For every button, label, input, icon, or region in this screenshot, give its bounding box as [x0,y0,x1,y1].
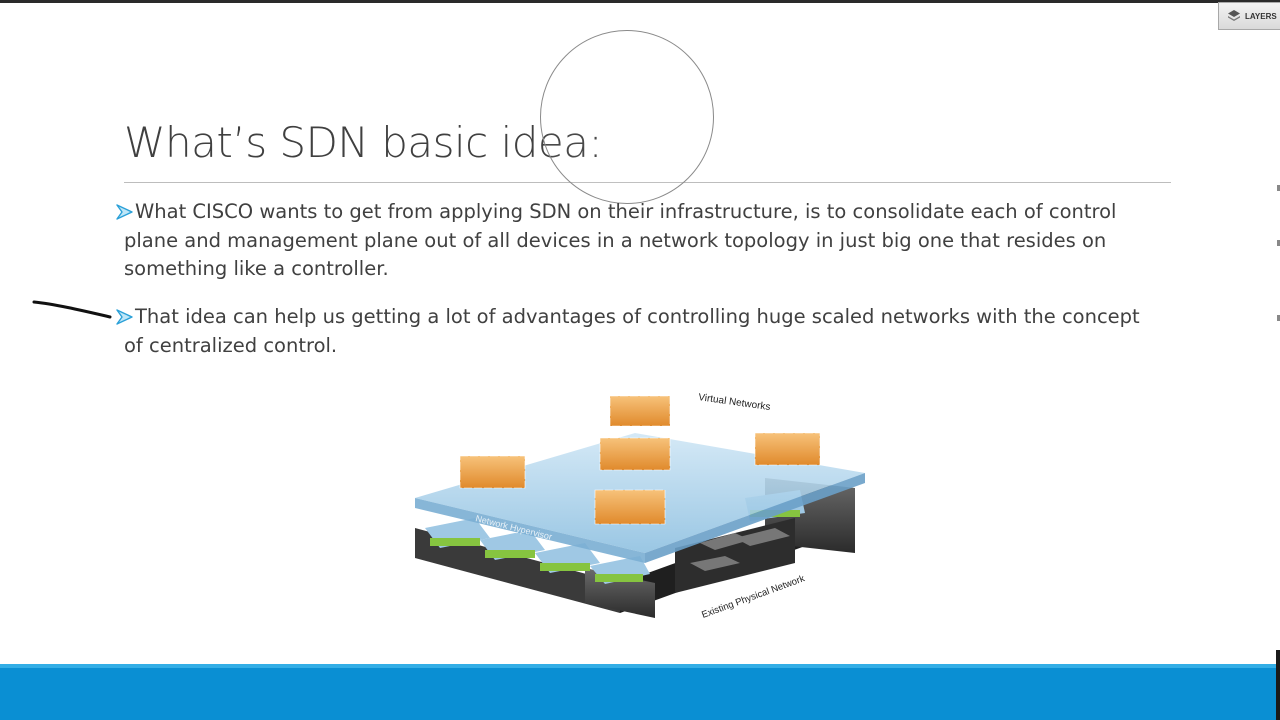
pen-annotation-stroke [32,300,112,319]
window-top-border [0,0,1280,3]
edge-mark [1277,240,1280,246]
cursor-highlight-circle [540,30,714,204]
window-right-edge [1276,650,1280,720]
bullet-text-2: That idea can help us getting a lot of a… [124,305,1140,357]
edge-mark [1277,315,1280,321]
virtual-network-clusters [459,395,821,525]
bullet-text-1: What CISCO wants to get from applying SD… [124,200,1117,280]
bullet-item-2: That idea can help us getting a lot of a… [116,303,1156,360]
edge-mark [1277,185,1280,191]
bullet-arrow-icon [116,204,133,220]
layers-icon [1228,10,1240,21]
slide-title: What’s SDN basic idea: [124,118,603,167]
virtual-networks-label: Virtual Networks [698,392,771,413]
server-units [425,490,805,584]
bullet-arrow-icon [116,309,133,325]
sdn-diagram-image: Virtual Networks Network Hypervisor Exis… [415,392,865,621]
footer-bar-highlight [0,664,1280,668]
bullet-item-1: What CISCO wants to get from applying SD… [116,198,1156,284]
layers-button[interactable]: LAYERS [1218,2,1280,30]
slide-footer-bar [0,664,1280,720]
layers-label: LAYERS [1245,11,1277,21]
